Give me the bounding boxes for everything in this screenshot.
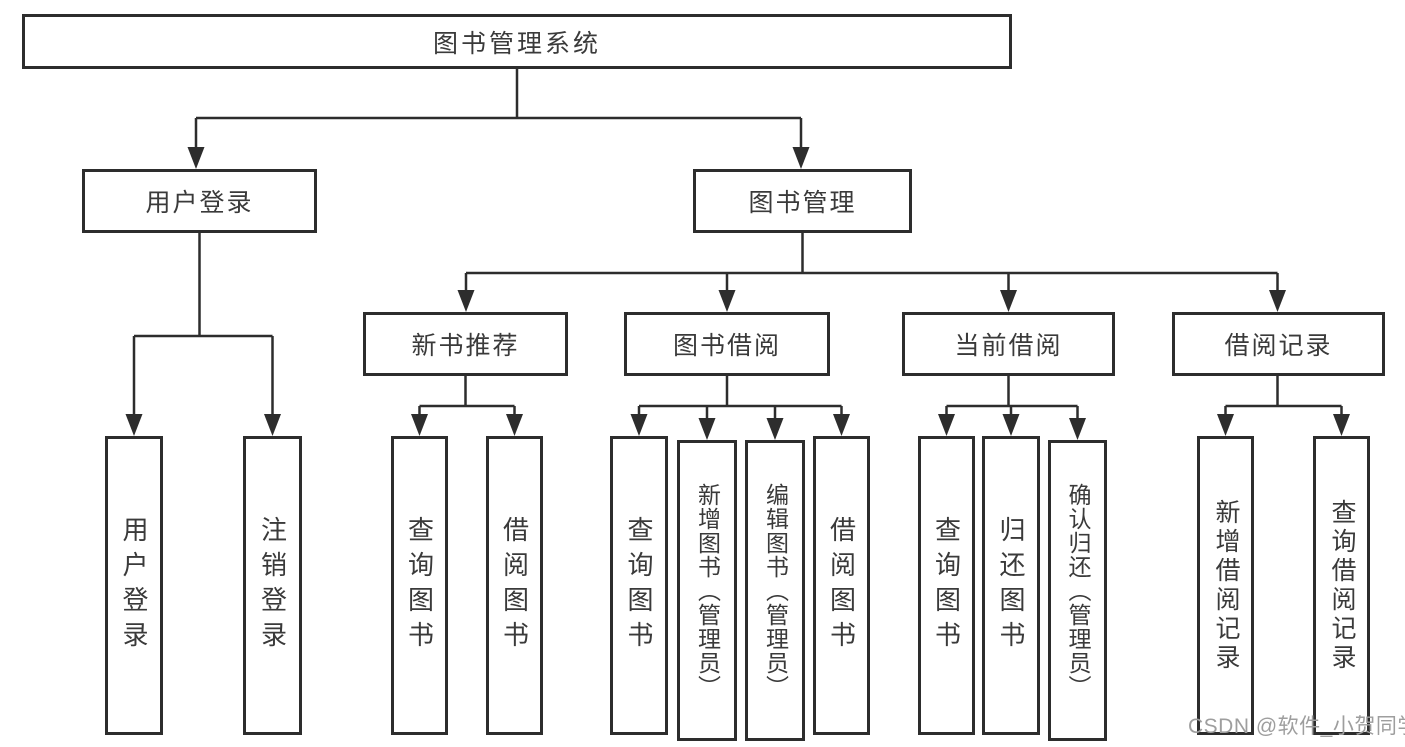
leaf-query-borrow-record-label: 查询借阅记录 bbox=[1328, 498, 1356, 673]
leaf-borrow-books-recommend-label: 借阅图书 bbox=[499, 515, 530, 656]
csdn-watermark: CSDN @软件_小贺同学 bbox=[1188, 715, 1405, 738]
arrowhead bbox=[698, 418, 716, 440]
arrowhead bbox=[411, 414, 428, 436]
leaf-confirm-return-admin: 确认归还（管理员） bbox=[1048, 440, 1107, 741]
node-current-borrowing-label: 当前借阅 bbox=[954, 332, 1063, 360]
node-book-borrowing-label: 图书借阅 bbox=[672, 332, 781, 360]
arrowhead bbox=[506, 414, 523, 436]
arrowhead bbox=[264, 414, 281, 436]
arrowhead bbox=[938, 414, 955, 436]
arrowhead bbox=[718, 290, 736, 312]
connector-book-borrow-split bbox=[637, 376, 843, 420]
arrowhead bbox=[766, 418, 784, 440]
leaf-query-books-borrowing: 查询图书 bbox=[610, 436, 668, 735]
node-user-login: 用户登录 bbox=[82, 169, 317, 233]
connector-root-split bbox=[194, 69, 803, 149]
arrowhead bbox=[125, 414, 143, 436]
leaf-return-books-label: 归还图书 bbox=[996, 515, 1026, 656]
node-current-borrowing: 当前借阅 bbox=[902, 312, 1115, 376]
leaf-add-borrow-record-label: 新增借阅记录 bbox=[1212, 498, 1240, 673]
arrowhead bbox=[1269, 290, 1286, 312]
leaf-user-login: 用户登录 bbox=[105, 436, 163, 735]
leaf-return-books: 归还图书 bbox=[982, 436, 1040, 735]
arrowhead bbox=[1069, 418, 1086, 440]
arrowhead bbox=[1217, 414, 1234, 436]
leaf-query-books-current-label: 查询图书 bbox=[931, 515, 962, 656]
arrowhead bbox=[792, 147, 810, 169]
leaf-borrow-books-borrowing-label: 借阅图书 bbox=[826, 515, 857, 656]
leaf-query-books-borrowing-label: 查询图书 bbox=[624, 515, 654, 656]
leaf-edit-book-admin: 编辑图书（管理员） bbox=[745, 440, 805, 741]
connector-borrow-records-split bbox=[1224, 376, 1343, 416]
arrowhead bbox=[457, 290, 475, 312]
leaf-logout-label: 注销登录 bbox=[257, 515, 288, 656]
leaf-user-login-label: 用户登录 bbox=[119, 515, 149, 656]
leaf-query-books-recommend: 查询图书 bbox=[391, 436, 448, 735]
leaf-edit-book-admin-label: 编辑图书（管理员） bbox=[762, 482, 789, 699]
node-new-book-recommend-label: 新书推荐 bbox=[411, 332, 520, 360]
connector-current-borrow-split bbox=[945, 376, 1079, 420]
node-borrow-records-label: 借阅记录 bbox=[1224, 332, 1333, 360]
node-book-management-system-label: 图书管理系统 bbox=[432, 29, 601, 58]
node-book-management-system: 图书管理系统 bbox=[22, 14, 1012, 69]
leaf-add-book-admin: 新增图书（管理员） bbox=[677, 440, 737, 741]
arrowhead bbox=[1000, 290, 1017, 312]
connector-user-login-split bbox=[132, 233, 274, 416]
leaf-confirm-return-admin-label: 确认归还（管理员） bbox=[1065, 482, 1091, 699]
node-book-management-label: 图书管理 bbox=[748, 189, 857, 217]
arrowhead bbox=[833, 414, 850, 436]
leaf-logout: 注销登录 bbox=[243, 436, 302, 735]
arrowhead bbox=[1002, 414, 1020, 436]
leaf-borrow-books-borrowing: 借阅图书 bbox=[813, 436, 870, 735]
leaf-query-borrow-record: 查询借阅记录 bbox=[1313, 436, 1370, 735]
leaf-borrow-books-recommend: 借阅图书 bbox=[486, 436, 543, 735]
arrowhead bbox=[1333, 414, 1350, 436]
connector-new-book-split bbox=[418, 376, 516, 416]
arrowhead bbox=[630, 414, 648, 436]
connector-book-management-split bbox=[464, 233, 1279, 292]
leaf-add-borrow-record: 新增借阅记录 bbox=[1197, 436, 1254, 735]
node-borrow-records: 借阅记录 bbox=[1172, 312, 1385, 376]
node-user-login-label: 用户登录 bbox=[145, 189, 254, 217]
node-book-management: 图书管理 bbox=[693, 169, 912, 233]
leaf-query-books-recommend-label: 查询图书 bbox=[404, 515, 435, 656]
leaf-query-books-current: 查询图书 bbox=[918, 436, 975, 735]
leaf-add-book-admin-label: 新增图书（管理员） bbox=[694, 482, 721, 699]
node-book-borrowing: 图书借阅 bbox=[624, 312, 830, 376]
node-new-book-recommend: 新书推荐 bbox=[363, 312, 568, 376]
arrowhead bbox=[187, 147, 205, 169]
